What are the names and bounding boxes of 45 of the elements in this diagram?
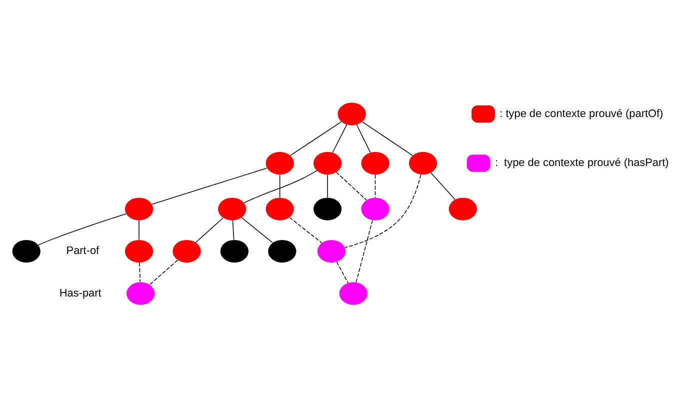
connector: [152, 167, 268, 204]
connector: [138, 220, 140, 240]
connector: [362, 120, 413, 156]
connector: [344, 174, 422, 248]
connector: [327, 174, 328, 198]
legend-label: Part-of: [66, 244, 100, 257]
connector: [279, 174, 280, 198]
node-circle: [268, 239, 296, 262]
connector: [244, 170, 318, 203]
node-circle: [313, 151, 342, 174]
connector: [430, 172, 456, 200]
node-circle: [12, 239, 40, 262]
node-circle: [361, 197, 390, 220]
connector: [139, 262, 141, 282]
node-circle: [124, 197, 154, 220]
node-circle: [124, 239, 154, 262]
node-circle: [220, 239, 249, 262]
node-circle: [313, 197, 342, 220]
connector: [374, 174, 376, 198]
node-circle: [339, 282, 368, 304]
connector: [149, 259, 178, 285]
legend-label: : type de contexte prouvé (partOf): [500, 107, 664, 120]
node-circle: [361, 151, 390, 174]
connector: [195, 216, 224, 242]
node-circle: [126, 282, 155, 304]
connector: [241, 216, 273, 242]
connector: [356, 219, 373, 282]
connector: [289, 216, 322, 243]
node-circle: [317, 239, 346, 262]
connector: [336, 261, 348, 283]
connector: [232, 220, 234, 240]
connector: [290, 120, 342, 156]
connector: [332, 124, 348, 152]
node-circle: [172, 239, 201, 262]
connector: [356, 124, 371, 152]
node-circle: [408, 151, 438, 174]
legend-label: : type de contexte prouvé (hasPart): [494, 156, 669, 169]
node-circle: [338, 102, 366, 125]
node-circle: [266, 151, 294, 174]
node-circle: [448, 197, 477, 220]
node-circle: [266, 197, 294, 220]
connector: [38, 213, 126, 245]
connector: [336, 171, 367, 200]
node-circle: [218, 197, 246, 220]
legend-label: Has-part: [59, 286, 102, 299]
